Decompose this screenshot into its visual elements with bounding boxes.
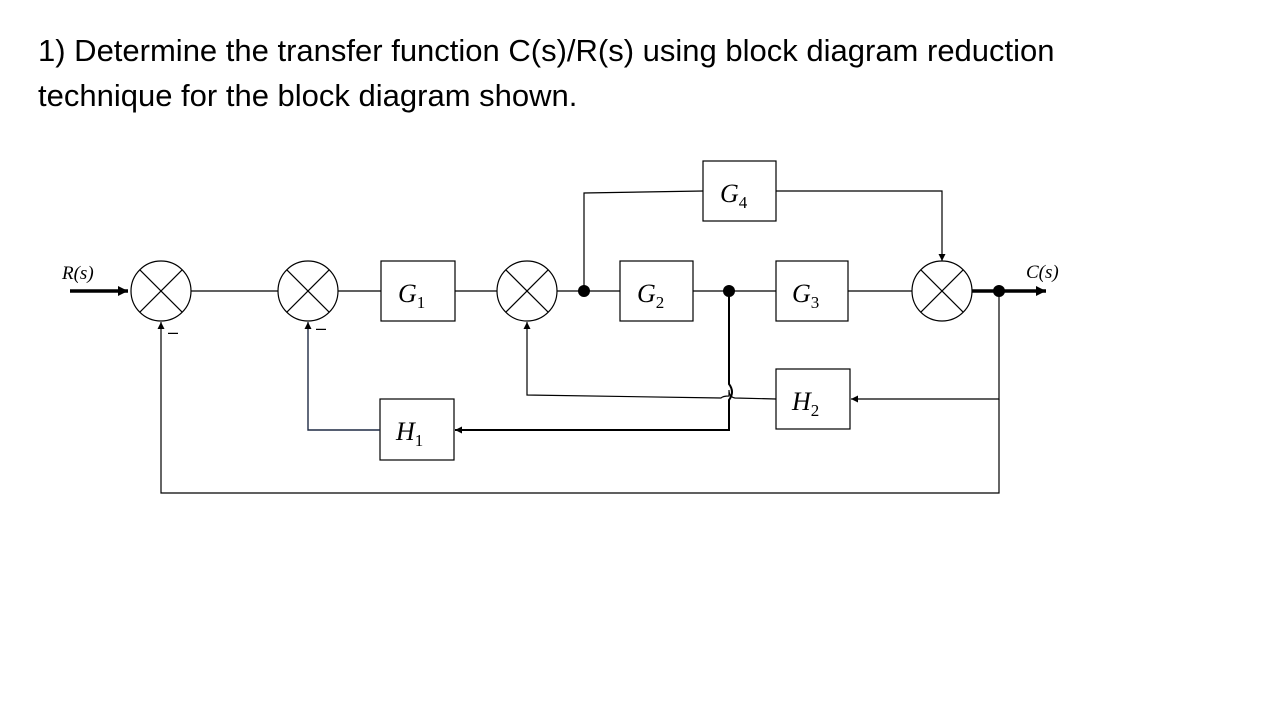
summing-junction-1 (130, 260, 192, 322)
summing-junction-2 (277, 260, 339, 322)
minus-sign-junction-2: – (316, 318, 326, 338)
line-g4-to-j4 (776, 190, 946, 261)
input-label: R(s) (61, 263, 94, 284)
block-g4: G4 (702, 160, 777, 222)
minus-sign-junction-1: – (168, 322, 178, 342)
summing-junction-4 (911, 260, 973, 322)
block-g1: G1 (380, 260, 456, 322)
output-label: C(s) (1026, 262, 1059, 283)
question-line-1: 1) Determine the transfer function C(s)/… (38, 33, 1055, 68)
svg-text:G2: G2 (637, 279, 664, 312)
svg-text:H1: H1 (395, 417, 423, 450)
block-g2: G2 (619, 260, 694, 322)
svg-text:G3: G3 (792, 279, 819, 312)
line-h2-to-j3 (523, 322, 777, 400)
line-takeoff-to-g4 (583, 190, 704, 291)
block-h2: H2 (775, 368, 851, 430)
line-takeoff-to-h1 (455, 291, 733, 434)
block-g3: G3 (775, 260, 849, 322)
svg-text:G4: G4 (720, 179, 748, 212)
svg-text:G1: G1 (398, 279, 425, 312)
question-text: 1) Determine the transfer function C(s)/… (38, 28, 1238, 118)
line-h1-to-j2 (304, 322, 380, 431)
summing-junction-3 (496, 260, 558, 322)
question-line-2: technique for the block diagram shown. (38, 78, 578, 113)
svg-text:H2: H2 (791, 387, 819, 420)
line-unity-feedback (157, 322, 1000, 494)
block-h1: H1 (379, 398, 455, 461)
